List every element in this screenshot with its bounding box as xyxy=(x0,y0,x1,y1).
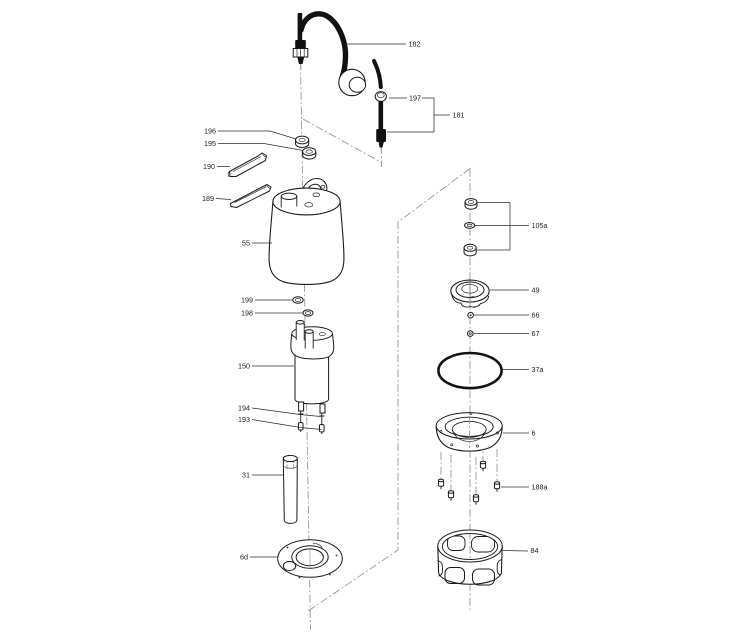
part-washer-195 xyxy=(302,147,317,160)
part-label-31: 31 xyxy=(242,471,250,480)
part-washer-66 xyxy=(467,311,474,319)
part-label-194: 194 xyxy=(238,404,250,413)
part-label-195: 195 xyxy=(204,139,216,148)
part-level-sensor-cable xyxy=(372,59,387,153)
centerline-sensor-axis xyxy=(302,118,382,167)
part-label-197: 197 xyxy=(409,94,421,103)
part-o-ring-199 xyxy=(292,296,304,304)
part-label-196: 196 xyxy=(204,127,216,136)
part-strainer-84 xyxy=(437,529,503,586)
part-label-188a: 188a xyxy=(532,483,548,492)
part-label-84: 84 xyxy=(531,546,539,555)
centerline-fold-line xyxy=(307,168,471,612)
part-fasteners-105a xyxy=(463,198,478,257)
part-label-37a: 37a xyxy=(532,365,544,374)
part-base-plate-6d xyxy=(277,539,343,579)
part-pump-housing-6 xyxy=(435,412,503,452)
part-label-190: 190 xyxy=(203,162,215,171)
part-label-150: 150 xyxy=(238,362,250,371)
part-impeller-49 xyxy=(450,279,490,308)
part-motor-housing-55 xyxy=(268,177,345,285)
part-label-49: 49 xyxy=(532,286,540,295)
part-clamp-bracket-190 xyxy=(227,152,267,178)
part-label-198: 198 xyxy=(241,309,253,318)
part-motor-unit-150 xyxy=(290,320,335,414)
part-label-199: 199 xyxy=(241,296,253,305)
part-label-67: 67 xyxy=(532,329,540,338)
part-label-182: 182 xyxy=(409,40,421,49)
part-washer-67 xyxy=(467,330,474,337)
part-label-181: 181 xyxy=(453,111,465,120)
part-o-ring-37a xyxy=(437,351,503,390)
part-power-plug-cable xyxy=(292,11,367,97)
part-screws-194-193 xyxy=(297,411,325,434)
part-label-6: 6 xyxy=(532,429,536,438)
part-label-55: 55 xyxy=(242,239,250,248)
part-hex-nut-196 xyxy=(295,135,310,148)
part-o-ring-198 xyxy=(302,309,314,317)
part-label-6d: 6d xyxy=(240,553,248,562)
part-label-189: 189 xyxy=(202,194,214,203)
part-label-66: 66 xyxy=(532,311,540,320)
leader-lines xyxy=(215,43,529,558)
part-labels: 182 197 181 196 195 190 189 55 199 198 1… xyxy=(202,40,548,562)
part-label-105a: 105a xyxy=(532,221,548,230)
part-riser-tube-31 xyxy=(282,454,298,524)
part-clamp-bracket-189 xyxy=(230,184,272,208)
part-screws-188a xyxy=(437,460,501,505)
part-label-193: 193 xyxy=(238,415,250,424)
